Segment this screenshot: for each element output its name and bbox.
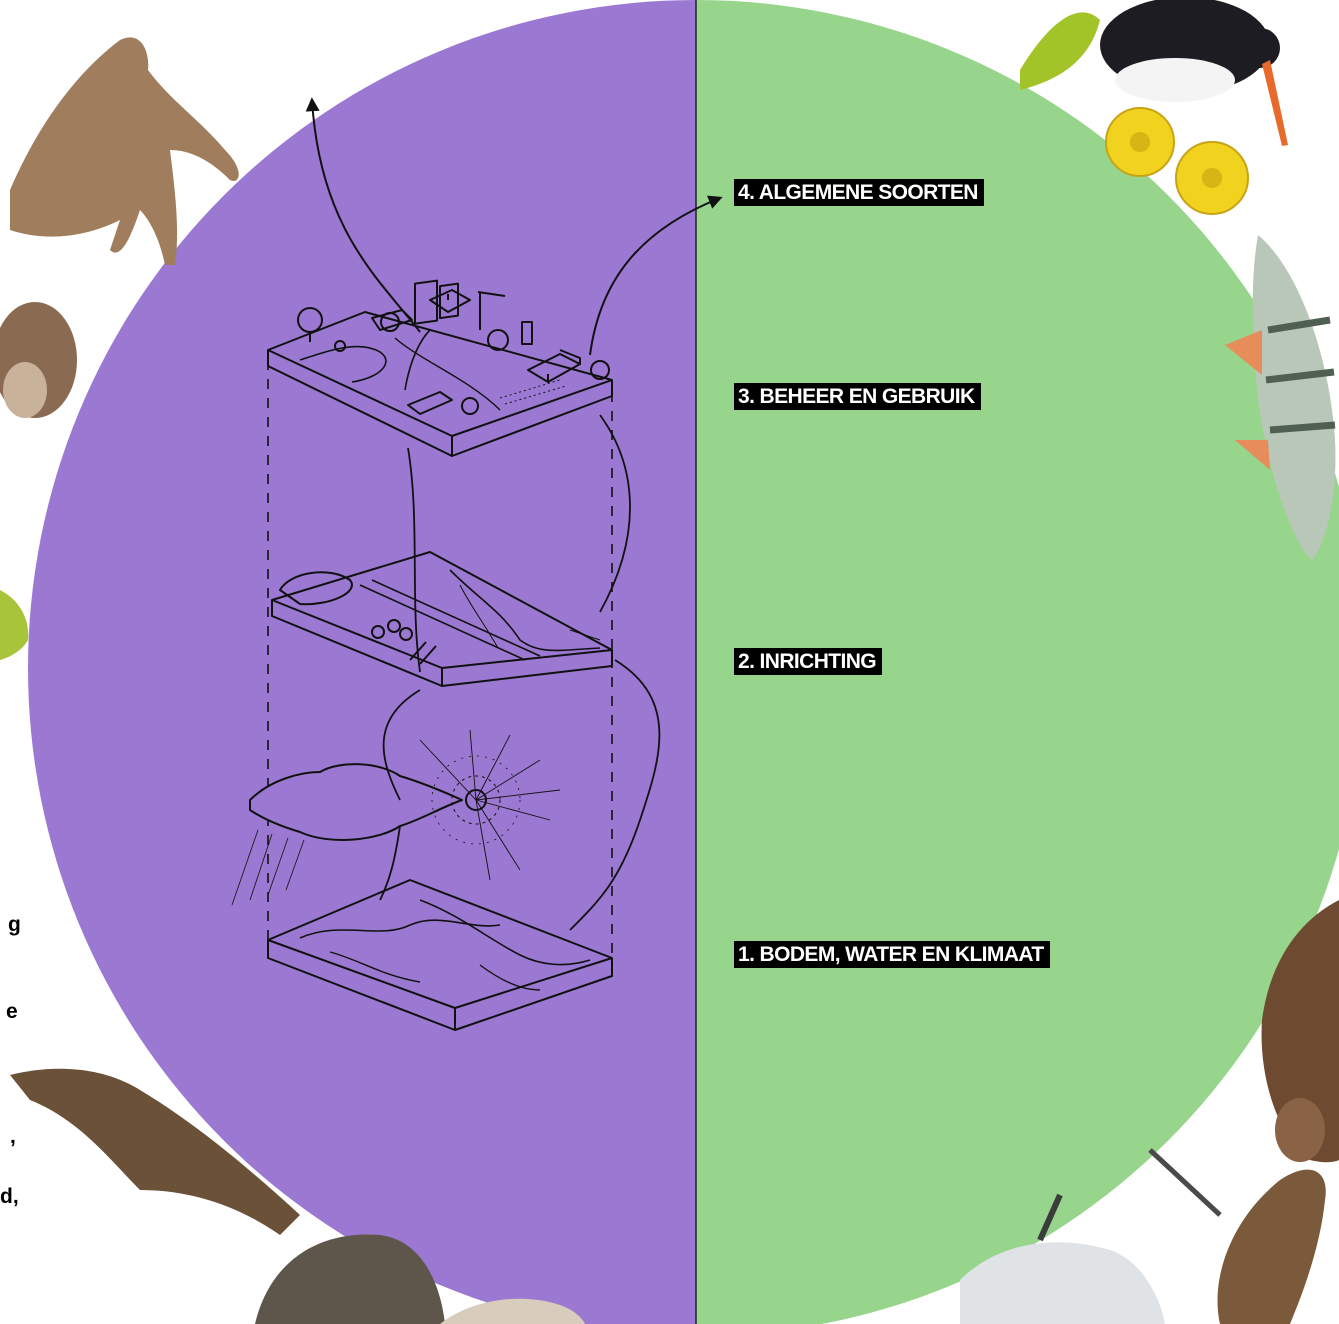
layer-label-algemene-soorten: 4. ALGEMENE SOORTEN: [734, 179, 984, 206]
sparrow-photo: [0, 302, 77, 418]
cut-off-text-3: ,: [10, 1125, 16, 1149]
layer-label-bodem-water-klimaat: 1. BODEM, WATER EN KLIMAAT: [734, 941, 1050, 968]
cut-off-text-2: e: [6, 1000, 18, 1024]
layer-label-beheer-en-gebruik: 3. BEHEER EN GEBRUIK: [734, 383, 981, 410]
cut-off-text-1: g: [8, 913, 21, 937]
snipe-photo: [1150, 1150, 1326, 1324]
layer-label-inrichting: 2. INRICHTING: [734, 648, 882, 675]
cut-off-text-4: d,: [0, 1185, 19, 1209]
leaf-left-photo: [0, 590, 28, 660]
